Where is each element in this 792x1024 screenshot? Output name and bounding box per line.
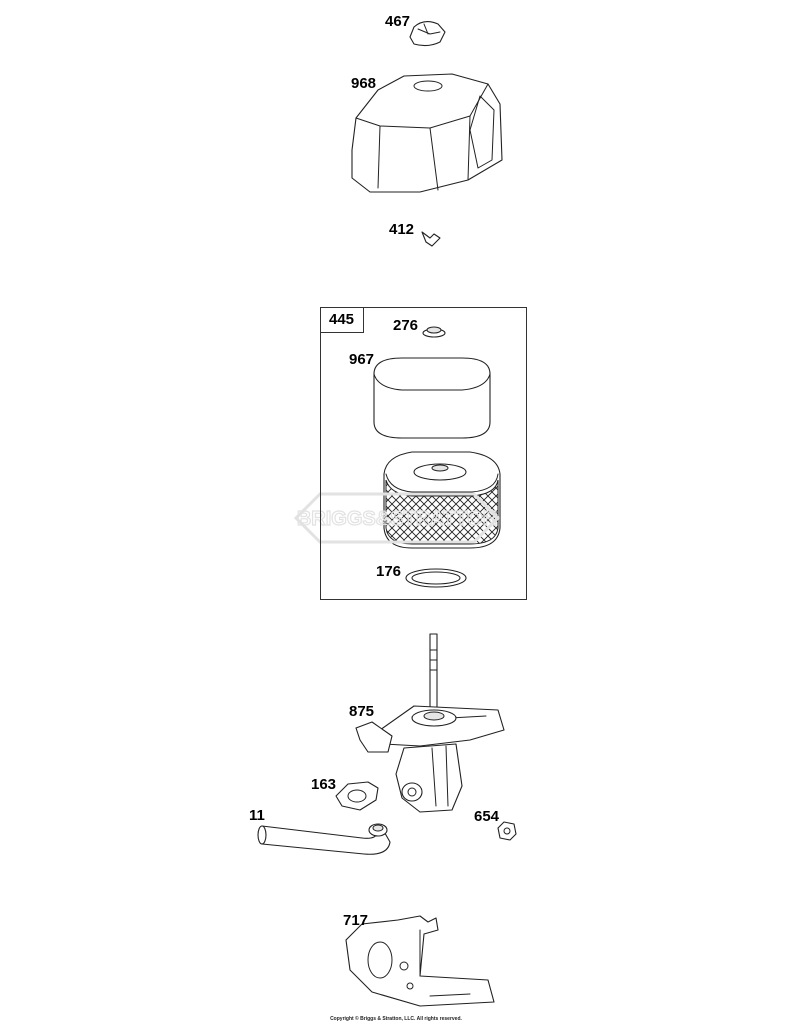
part-11-tube: [257, 823, 391, 855]
callout-467: 467: [385, 13, 411, 30]
callout-875: 875: [349, 703, 375, 720]
part-717-bracket: [345, 915, 495, 1007]
callout-968: 968: [351, 75, 377, 92]
callout-717: 717: [343, 912, 369, 929]
kit-box: [320, 307, 527, 600]
callout-176: 176: [376, 563, 402, 580]
part-967-precleaner: [373, 357, 491, 439]
callout-276: 276: [393, 317, 419, 334]
part-276-grommet: [422, 326, 446, 338]
part-654-nut: [497, 821, 517, 841]
part-968-cover: [351, 73, 503, 193]
part-467-knob: [409, 21, 446, 47]
part-163-gasket: [335, 781, 379, 811]
callout-163: 163: [311, 776, 337, 793]
part-875-base: [355, 633, 505, 813]
air-filter-cartridge: [383, 451, 501, 549]
callout-11: 11: [249, 807, 265, 824]
callout-654: 654: [474, 808, 500, 825]
part-412-wingnut: [421, 231, 441, 247]
watermark-text: BRIGGS&STRATTON: [297, 508, 497, 530]
callout-412: 412: [389, 221, 415, 238]
part-176-gasket: [405, 568, 467, 588]
callout-967: 967: [349, 351, 375, 368]
kit-label: 445: [320, 307, 364, 333]
copyright-notice: Copyright © Briggs & Stratton, LLC. All …: [330, 1016, 462, 1022]
